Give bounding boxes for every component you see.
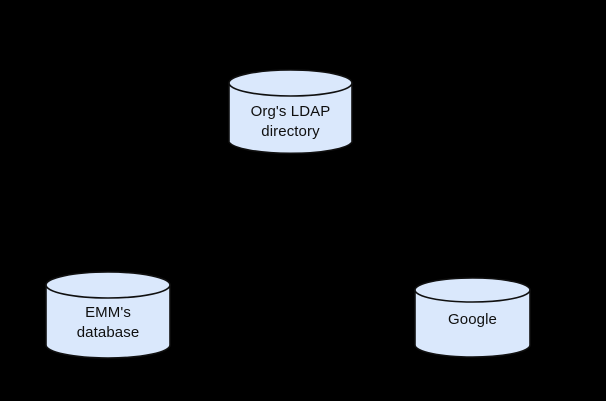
database-node-google[interactable]: Google [414,277,531,358]
cylinder-shape-icon [228,69,353,155]
cylinder-shape-icon [45,271,171,359]
cylinder-shape-icon [414,277,531,358]
database-node-ldap[interactable]: Org's LDAP directory [228,69,353,156]
database-node-emm[interactable]: EMM's database [45,271,171,359]
